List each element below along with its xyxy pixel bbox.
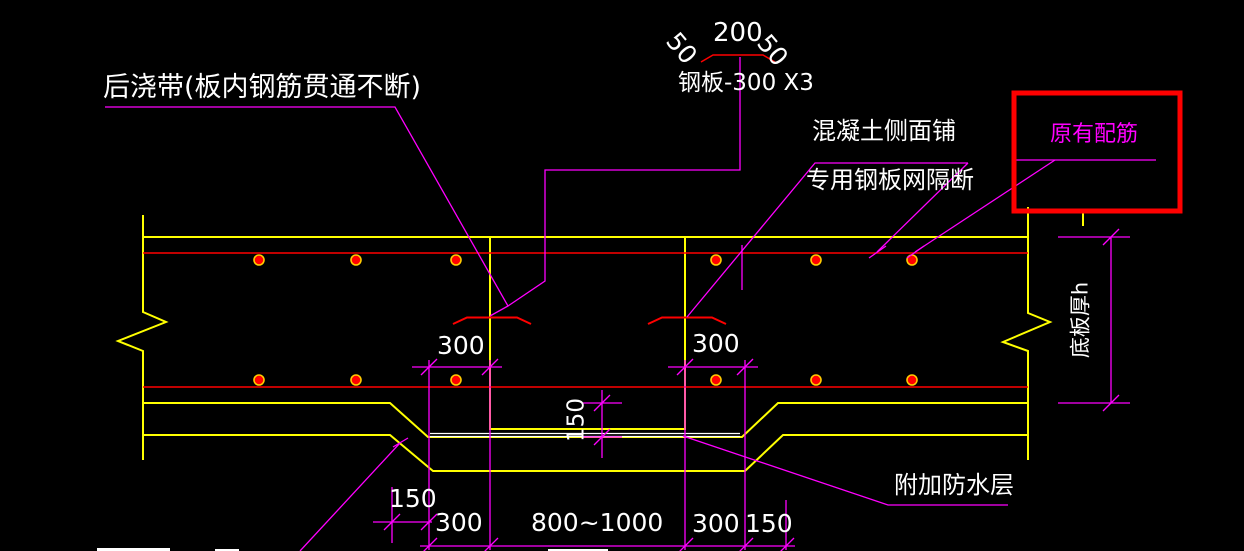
highlight-box — [1011, 90, 1183, 214]
bottom-dim-800-1000: 800~1000 — [531, 508, 664, 537]
strip-gap-outline — [489, 237, 686, 430]
left-300-dim-text: 300 — [437, 331, 485, 360]
rebar-dots — [253, 254, 918, 386]
leader-lines — [105, 57, 1156, 551]
bottom-dim-300-left: 300 — [435, 508, 483, 537]
offscreen-leader-tick — [392, 437, 409, 448]
waterstop-plates — [452, 316, 727, 325]
plate-center-dim-text: 200 — [713, 18, 763, 48]
existing-rebar-arm — [914, 159, 1056, 253]
left-break-line — [115, 215, 169, 460]
post-cast-band-leader — [105, 106, 509, 317]
left-waterstop-plate — [452, 316, 532, 325]
bottom-dim-300-right: 300 — [692, 509, 740, 538]
waterproof-leader — [682, 435, 1008, 506]
plate-dim-line — [700, 54, 776, 63]
mesh-label-underline — [686, 162, 968, 318]
right-300-dim-text: 300 — [692, 329, 740, 358]
slab-outline — [115, 207, 1084, 472]
mesh-label-arm — [876, 162, 969, 253]
recess-150-dim-text: 150 — [563, 398, 590, 442]
concrete-side-label-line2: 专用钢板网隔断 — [806, 166, 974, 194]
concrete-side-label-line1: 混凝土侧面铺 — [812, 117, 956, 145]
offscreen-leader — [299, 442, 401, 551]
slab-thickness-label: 底板厚h — [1068, 281, 1093, 359]
dimension-lines — [373, 228, 1130, 551]
cutoff-text-fragments — [97, 548, 608, 551]
cushion-bottom-line — [143, 434, 1028, 472]
rebar-lines — [143, 252, 1028, 388]
existing-rebar-label: 原有配筋 — [1050, 122, 1139, 147]
bottom-dim-150-right: 150 — [745, 509, 793, 538]
right-waterstop-plate — [647, 316, 727, 325]
bottom-dim-150-left: 150 — [389, 484, 437, 513]
post-cast-band-label: 后浇带(板内钢筋贯通不断) — [103, 72, 422, 103]
mesh-arm-tick — [868, 245, 887, 259]
existing-rebar-tick — [906, 245, 925, 259]
steel-plate-label: 钢板-300 X3 — [678, 70, 814, 96]
additional-waterproof-label: 附加防水层 — [894, 471, 1014, 499]
steel-plate-leader — [507, 57, 741, 307]
right-break-line — [1000, 207, 1053, 460]
